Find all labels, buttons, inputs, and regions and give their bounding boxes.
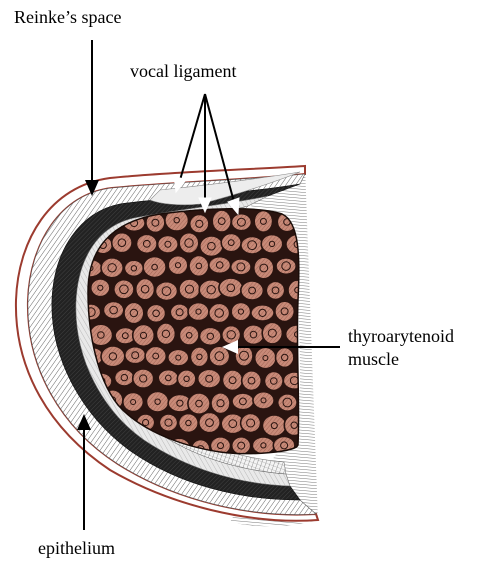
label-thyroarytenoid-line2: muscle — [348, 348, 454, 371]
label-thyroarytenoid-line1: thyroarytenoid — [348, 325, 454, 348]
muscle-fiber — [232, 393, 254, 410]
muscle-fiber — [170, 304, 189, 321]
muscle-fiber — [266, 281, 284, 299]
muscle-fiber — [223, 370, 243, 390]
muscle-fiber — [179, 414, 199, 433]
muscle-fiber — [159, 414, 177, 431]
muscle-fiber — [190, 215, 209, 234]
muscle-fiber — [133, 369, 154, 388]
muscle-fiber — [147, 391, 169, 412]
muscle-fiber — [189, 256, 209, 277]
label-thyroarytenoid-muscle: thyroarytenoid muscle — [348, 325, 454, 370]
muscle-fiber — [115, 369, 134, 386]
muscle-fiber — [179, 279, 200, 299]
muscle-fiber — [137, 234, 158, 253]
muscle-fiber — [231, 302, 250, 320]
muscle-fiber — [133, 325, 155, 347]
muscle-fiber — [136, 279, 155, 300]
muscle-fiber — [278, 394, 297, 411]
muscle-fiber — [179, 233, 199, 254]
muscle-fiber — [200, 327, 222, 345]
muscle-fiber — [221, 234, 241, 252]
muscle-fiber — [101, 346, 125, 367]
muscle-fiber — [168, 256, 188, 275]
muscle-fiber — [241, 236, 263, 254]
muscle-fiber — [114, 280, 134, 299]
muscle-fiber — [261, 235, 283, 254]
muscle-fiber — [91, 279, 110, 297]
muscle-fiber — [156, 323, 175, 345]
muscle-fiber — [252, 437, 274, 454]
muscle-fiber — [103, 302, 123, 319]
reinkes-space-pointer — [85, 40, 99, 196]
muscle-fiber — [275, 301, 294, 321]
muscle-fiber — [231, 259, 251, 275]
muscle-fiber — [145, 346, 166, 365]
muscle-fiber — [255, 347, 276, 368]
muscle-fiber — [177, 370, 196, 388]
muscle-fiber — [143, 257, 166, 278]
muscle-fiber — [209, 257, 231, 274]
label-vocal-ligament: vocal ligament — [130, 60, 236, 83]
muscle-fiber — [231, 214, 251, 231]
muscle-fiber — [254, 211, 272, 233]
muscle-fiber — [276, 348, 294, 368]
muscle-fiber — [179, 326, 199, 346]
muscle-fiber — [125, 347, 146, 364]
muscle-fiber — [209, 346, 230, 366]
muscle-fiber — [211, 393, 230, 414]
label-epithelium: epithelium — [38, 537, 115, 560]
muscle-fiber — [212, 210, 231, 232]
muscle-fiber — [219, 278, 243, 297]
muscle-fiber — [241, 414, 261, 433]
muscle-fiber — [242, 371, 262, 391]
muscle-fiber — [232, 437, 251, 455]
muscle-fiber — [188, 303, 209, 321]
muscle-fiber — [156, 282, 178, 301]
muscle-fiber — [190, 347, 208, 367]
muscle-fiber — [188, 393, 210, 414]
muscle-fiber — [124, 260, 143, 276]
muscle-fiber — [123, 392, 144, 411]
muscle-fiber — [198, 369, 221, 388]
muscle-fiber — [251, 305, 274, 321]
muscle-fiber — [265, 372, 284, 391]
muscle-fiber — [262, 322, 282, 344]
muscle-fiber — [209, 303, 230, 322]
muscle-fiber — [200, 236, 223, 256]
muscle-fiber — [112, 233, 132, 253]
muscle-fiber — [243, 325, 264, 345]
muscle-fiber — [254, 257, 274, 279]
muscle-fiber — [124, 302, 144, 323]
label-reinkes-space: Reinke’s space — [14, 6, 121, 29]
muscle-fiber — [168, 349, 189, 366]
muscle-fiber — [158, 236, 179, 254]
muscle-fiber — [147, 304, 166, 322]
muscle-fiber — [101, 258, 123, 278]
muscle-fiber — [262, 415, 286, 436]
muscle-fiber — [158, 370, 178, 386]
muscle-fiber — [199, 413, 220, 433]
muscle-fiber — [241, 281, 264, 300]
muscle-fiber — [253, 392, 274, 409]
muscle-fiber — [276, 258, 296, 274]
